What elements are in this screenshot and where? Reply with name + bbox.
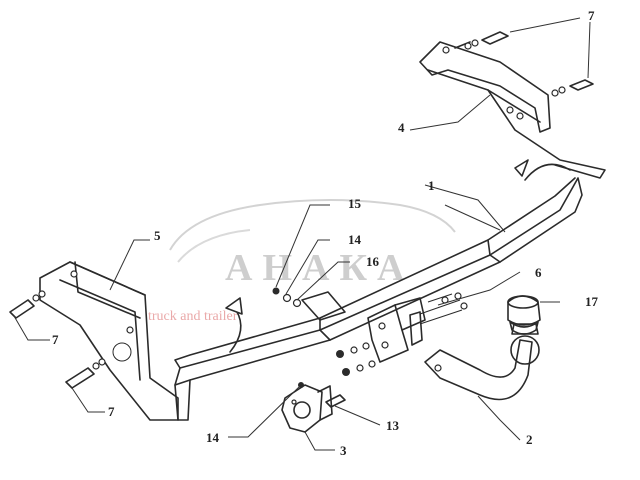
leader-lines xyxy=(13,17,591,451)
left-mounting-bracket xyxy=(39,261,179,421)
coupling-bolts xyxy=(336,292,468,376)
callout-14-lower: 14 xyxy=(206,430,220,445)
ball-cap xyxy=(507,295,541,335)
center-fasteners xyxy=(272,287,346,321)
socket-bracket xyxy=(281,382,333,433)
bolt-set-left-upper xyxy=(9,290,46,319)
watermark-tagline: truck and trailer xyxy=(148,309,238,324)
callout-7-left-upper: 7 xyxy=(52,332,59,347)
rotation-arrow-left-head xyxy=(225,297,243,315)
tow-ball-arm xyxy=(424,323,540,401)
callout-7-left-lower: 7 xyxy=(108,404,115,419)
callout-5: 5 xyxy=(154,228,161,243)
callout-1: 1 xyxy=(428,178,435,193)
ball-mount-socket xyxy=(367,297,426,363)
callout-15: 15 xyxy=(348,196,362,211)
callout-14-center: 14 xyxy=(348,232,362,247)
callout-4: 4 xyxy=(398,120,405,135)
rotation-arrow-right-head xyxy=(514,159,529,177)
bolt-13 xyxy=(325,394,346,408)
callout-6: 6 xyxy=(535,265,542,280)
callout-2: 2 xyxy=(526,432,533,447)
rotation-arrow-right xyxy=(524,163,571,181)
main-crossbar xyxy=(174,177,583,421)
callout-labels: 1 2 3 4 5 6 7 7 7 13 14 14 15 16 17 xyxy=(52,8,599,458)
right-mounting-bracket xyxy=(419,41,606,179)
callout-7-top: 7 xyxy=(588,8,595,23)
watermark-brand: АНАКА xyxy=(225,247,414,289)
callout-16: 16 xyxy=(366,254,380,269)
rotation-arrow-left xyxy=(229,309,242,353)
watermark: АНАКА truck and trailer xyxy=(148,199,456,324)
bolt-set-left-lower xyxy=(65,358,106,389)
callout-3: 3 xyxy=(340,443,347,458)
bolt-set-top-right xyxy=(464,31,594,97)
callout-17: 17 xyxy=(585,294,599,309)
callout-13: 13 xyxy=(386,418,400,433)
